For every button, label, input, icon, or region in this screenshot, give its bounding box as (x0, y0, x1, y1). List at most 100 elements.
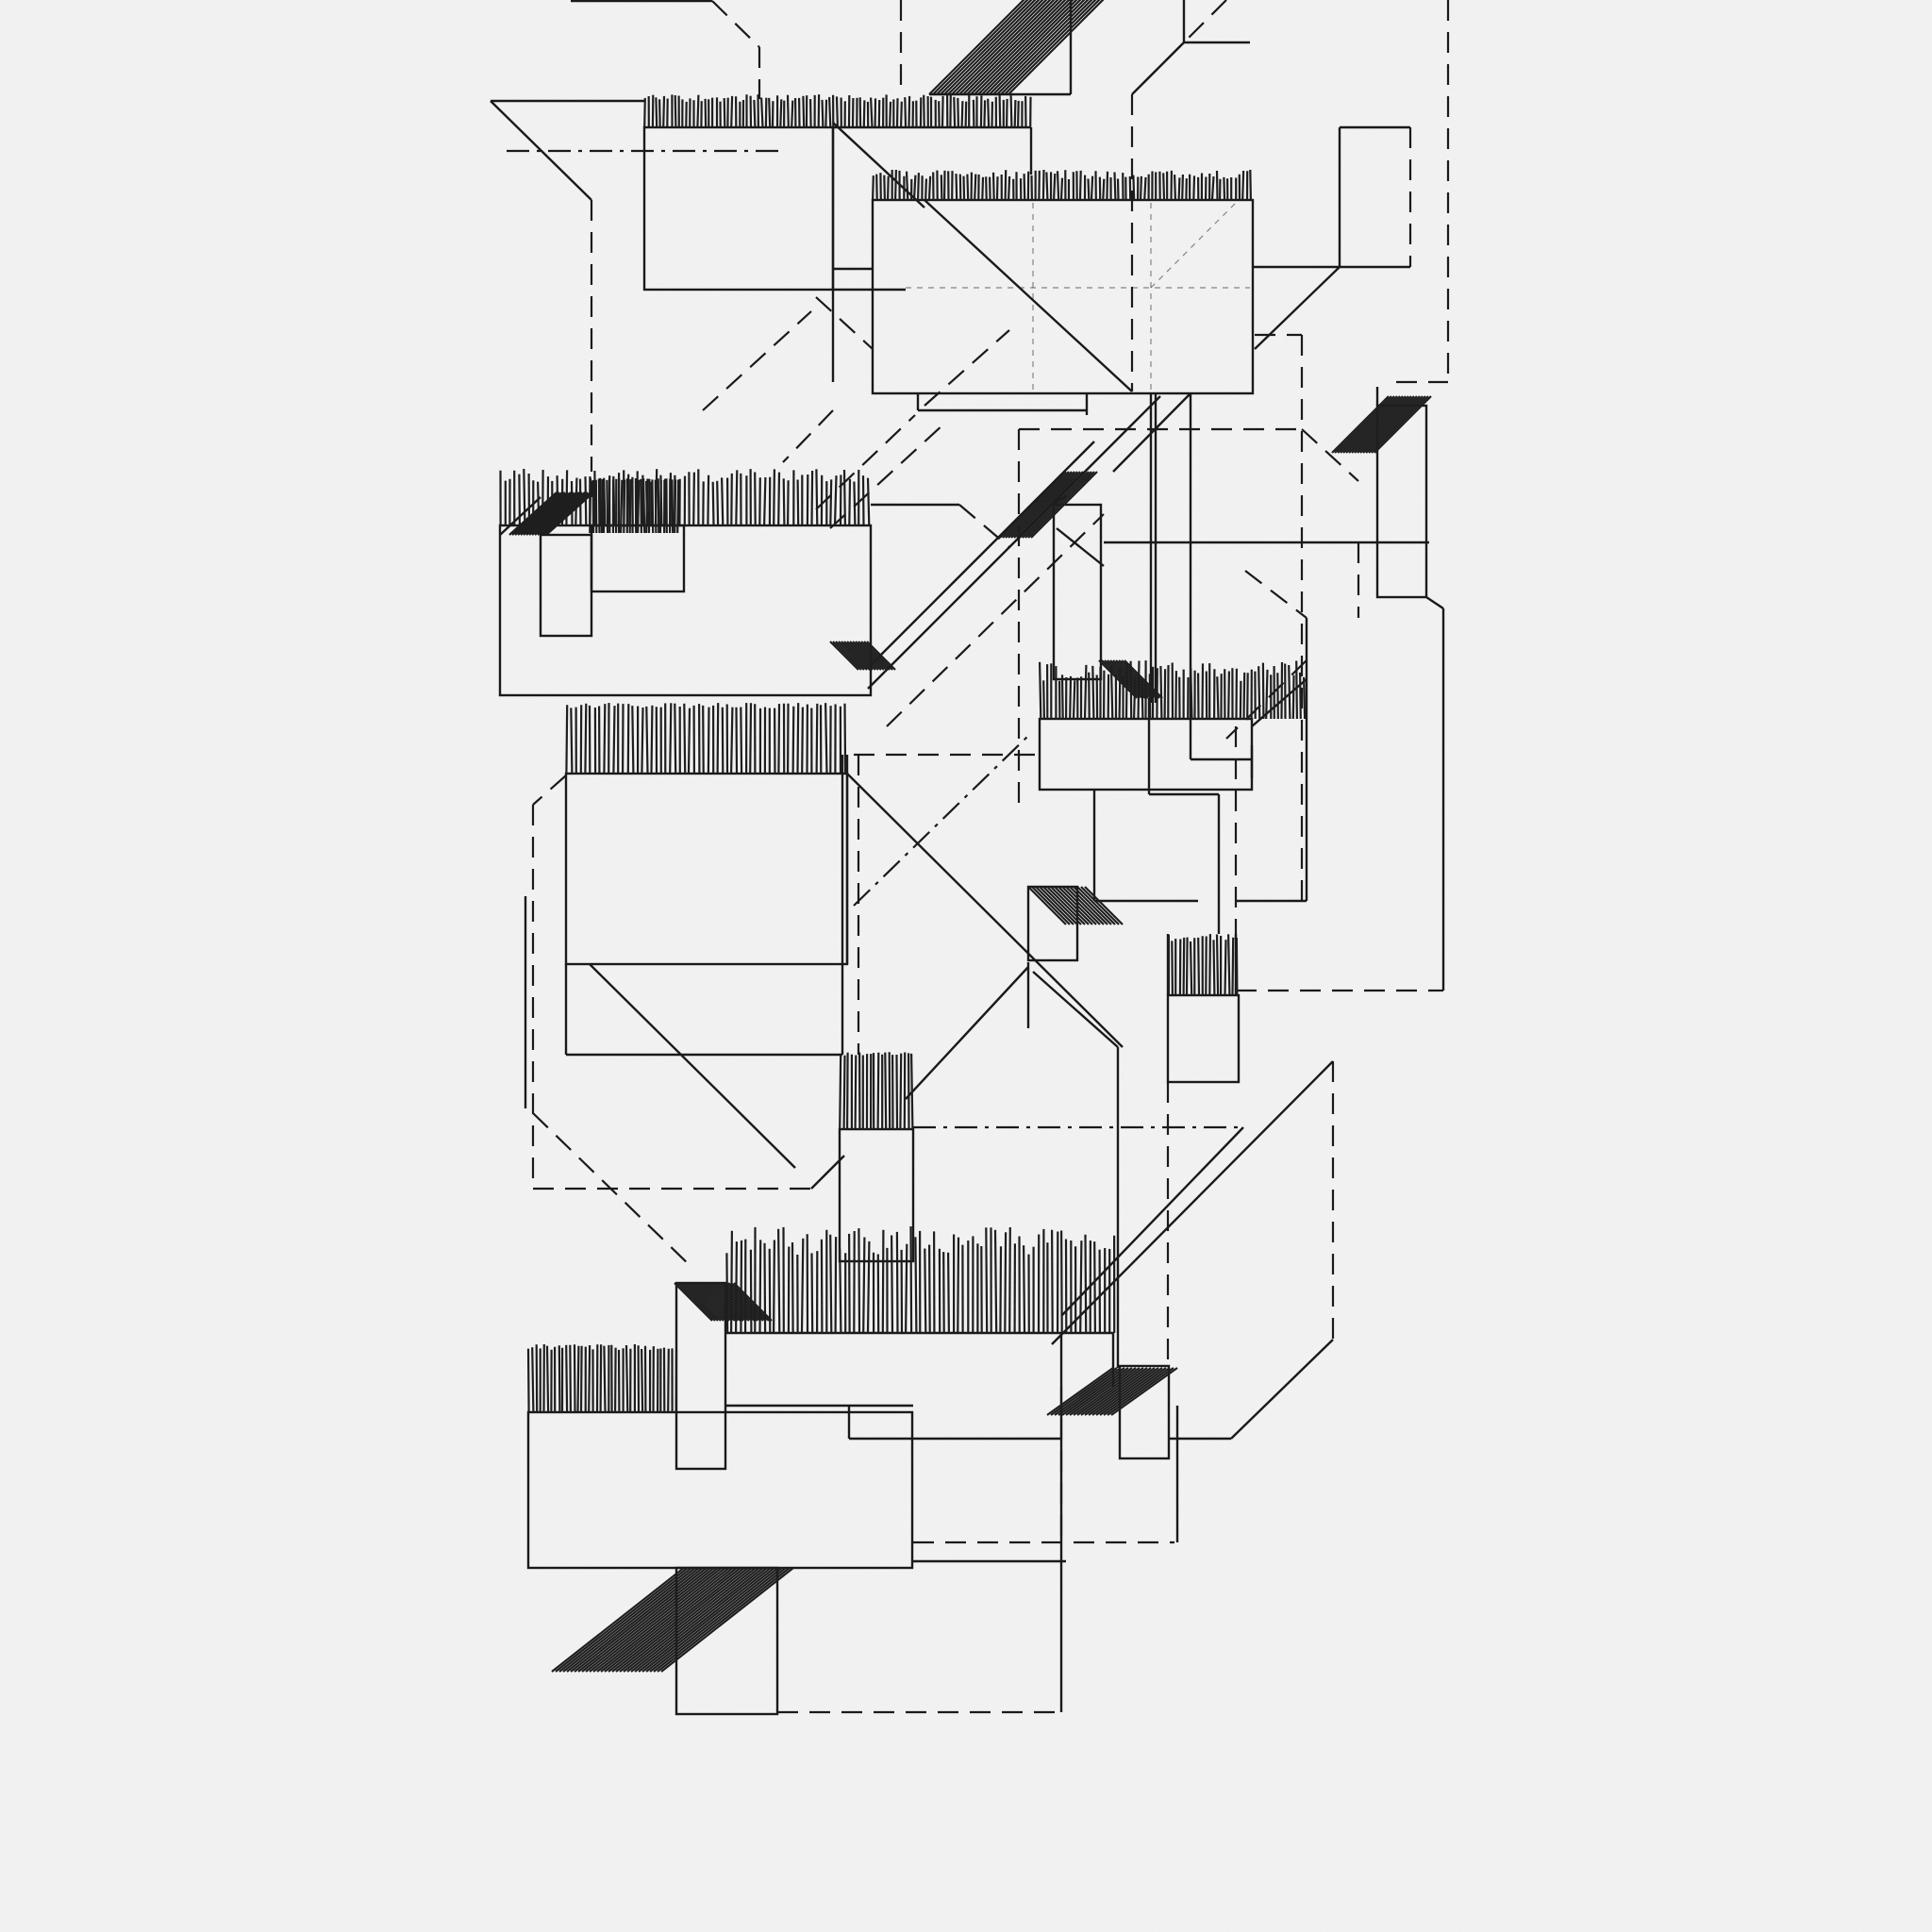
hatch-stroke (1185, 937, 1189, 996)
hatch-stroke (669, 703, 673, 774)
hatch-stroke (786, 94, 790, 128)
hatch-stroke (565, 1344, 569, 1413)
hatch-stroke (1013, 99, 1017, 128)
hatch-stroke (947, 1252, 950, 1334)
hatch-stroke (791, 100, 794, 128)
lower-middle-cluster (524, 735, 1335, 1368)
hatch-stroke (1340, 395, 1398, 454)
hatch-stroke (912, 175, 917, 201)
hatch-stroke (1076, 886, 1116, 925)
hatch-stroke (1107, 659, 1146, 699)
hatch-stroke (1059, 1230, 1063, 1334)
hatch-stroke (696, 94, 700, 128)
hatch-stroke (1099, 1367, 1167, 1416)
hatch-stroke (983, 100, 987, 128)
hatch-stroke (1212, 940, 1216, 996)
hatch-stroke (1227, 934, 1231, 996)
hatch-stroke (649, 1567, 783, 1673)
hatch-stroke (592, 1567, 726, 1673)
hatch-stroke (777, 1228, 781, 1334)
block-i (1166, 993, 1241, 1084)
hatch-stroke (1073, 886, 1112, 925)
hatch-stroke (977, 0, 1074, 95)
hatch-stroke (1080, 1367, 1148, 1416)
hatch-stroke (620, 479, 624, 534)
hatch-stroke (981, 0, 1078, 95)
hatch-stroke (1216, 676, 1220, 720)
hatch-stroke (584, 703, 588, 774)
hatch-stroke (537, 491, 586, 536)
hatch-stroke (1163, 669, 1167, 720)
hatch-stroke (1087, 178, 1091, 201)
hatch-stroke (848, 478, 852, 526)
hatch-stroke (854, 1055, 858, 1130)
hatch-stroke (802, 95, 806, 128)
hatch-stroke (953, 96, 957, 128)
hatch-stroke (1280, 661, 1284, 720)
hatch-stroke (555, 1567, 689, 1673)
hatch-stroke (866, 641, 896, 671)
hatch-stroke (1110, 1367, 1178, 1416)
hatch-stroke (1050, 886, 1090, 925)
hatch-stroke (643, 97, 646, 128)
hatch-stroke (1042, 886, 1082, 925)
hatch-stroke (941, 95, 944, 128)
hatch-stroke (1112, 659, 1152, 699)
hatch-stroke (1042, 680, 1045, 720)
hatch-stroke (565, 705, 569, 774)
hatch-stroke (1215, 934, 1220, 996)
hatch-stroke (653, 1567, 787, 1673)
hatch-stroke (657, 478, 660, 534)
hatch-stroke (584, 476, 588, 526)
hatch-stroke (1208, 934, 1211, 996)
hatch-stroke (782, 478, 786, 526)
hatch-stroke (1016, 471, 1084, 539)
hatch-stroke (594, 479, 598, 534)
hatch-stroke (855, 641, 885, 671)
hatch-stroke (1090, 175, 1094, 201)
hatch-stroke (1069, 1367, 1137, 1416)
hatch-stroke (724, 1282, 764, 1322)
hatch-stroke (942, 1252, 945, 1334)
hatch-stroke (1069, 886, 1108, 925)
hatch-stroke (654, 479, 658, 534)
hatch-stroke (777, 472, 781, 526)
hatch-stroke (1065, 1367, 1133, 1416)
hatch-stroke (1291, 675, 1295, 720)
hatch-stroke (1017, 100, 1020, 128)
hatch-stroke (1030, 471, 1098, 539)
hatch-stroke (611, 1567, 745, 1673)
hatch-stroke (858, 641, 888, 671)
hatch-stroke (558, 1567, 692, 1673)
hatch-stroke (730, 95, 734, 128)
hatch-stroke (979, 95, 983, 128)
hatch-stroke (558, 1345, 561, 1413)
hatch-stroke (1079, 1241, 1083, 1334)
hatch-stroke (996, 0, 1093, 95)
hatch-stroke (1109, 659, 1149, 699)
hatch-stroke (638, 1567, 772, 1673)
hatch-stroke (604, 1567, 738, 1673)
hatch-stroke (1091, 665, 1095, 720)
hatch-stroke (589, 478, 592, 534)
hatch-stroke (834, 1237, 838, 1334)
hatch-stroke (1061, 1367, 1129, 1416)
hatch-stroke (1103, 1367, 1171, 1416)
hatch-stroke (843, 641, 874, 671)
hatch-stroke (899, 1053, 903, 1130)
hatch-stroke (1342, 395, 1401, 454)
hatch-stroke (1210, 176, 1215, 201)
hatch-stroke (1010, 471, 1078, 539)
hatch-stroke (955, 0, 1052, 95)
hatch-stroke (842, 1055, 846, 1130)
hatch-stroke (787, 480, 790, 526)
hatch-stroke (810, 470, 814, 526)
hatch-stroke (985, 176, 988, 201)
hatch-stroke (1227, 671, 1230, 720)
hatch-stroke (641, 1567, 775, 1673)
hatch-stroke (1102, 178, 1106, 201)
hatch-stroke (722, 1282, 761, 1322)
hatch-stroke (577, 1567, 711, 1673)
hatch-stroke (658, 479, 662, 534)
hatch-stroke (623, 1567, 757, 1673)
